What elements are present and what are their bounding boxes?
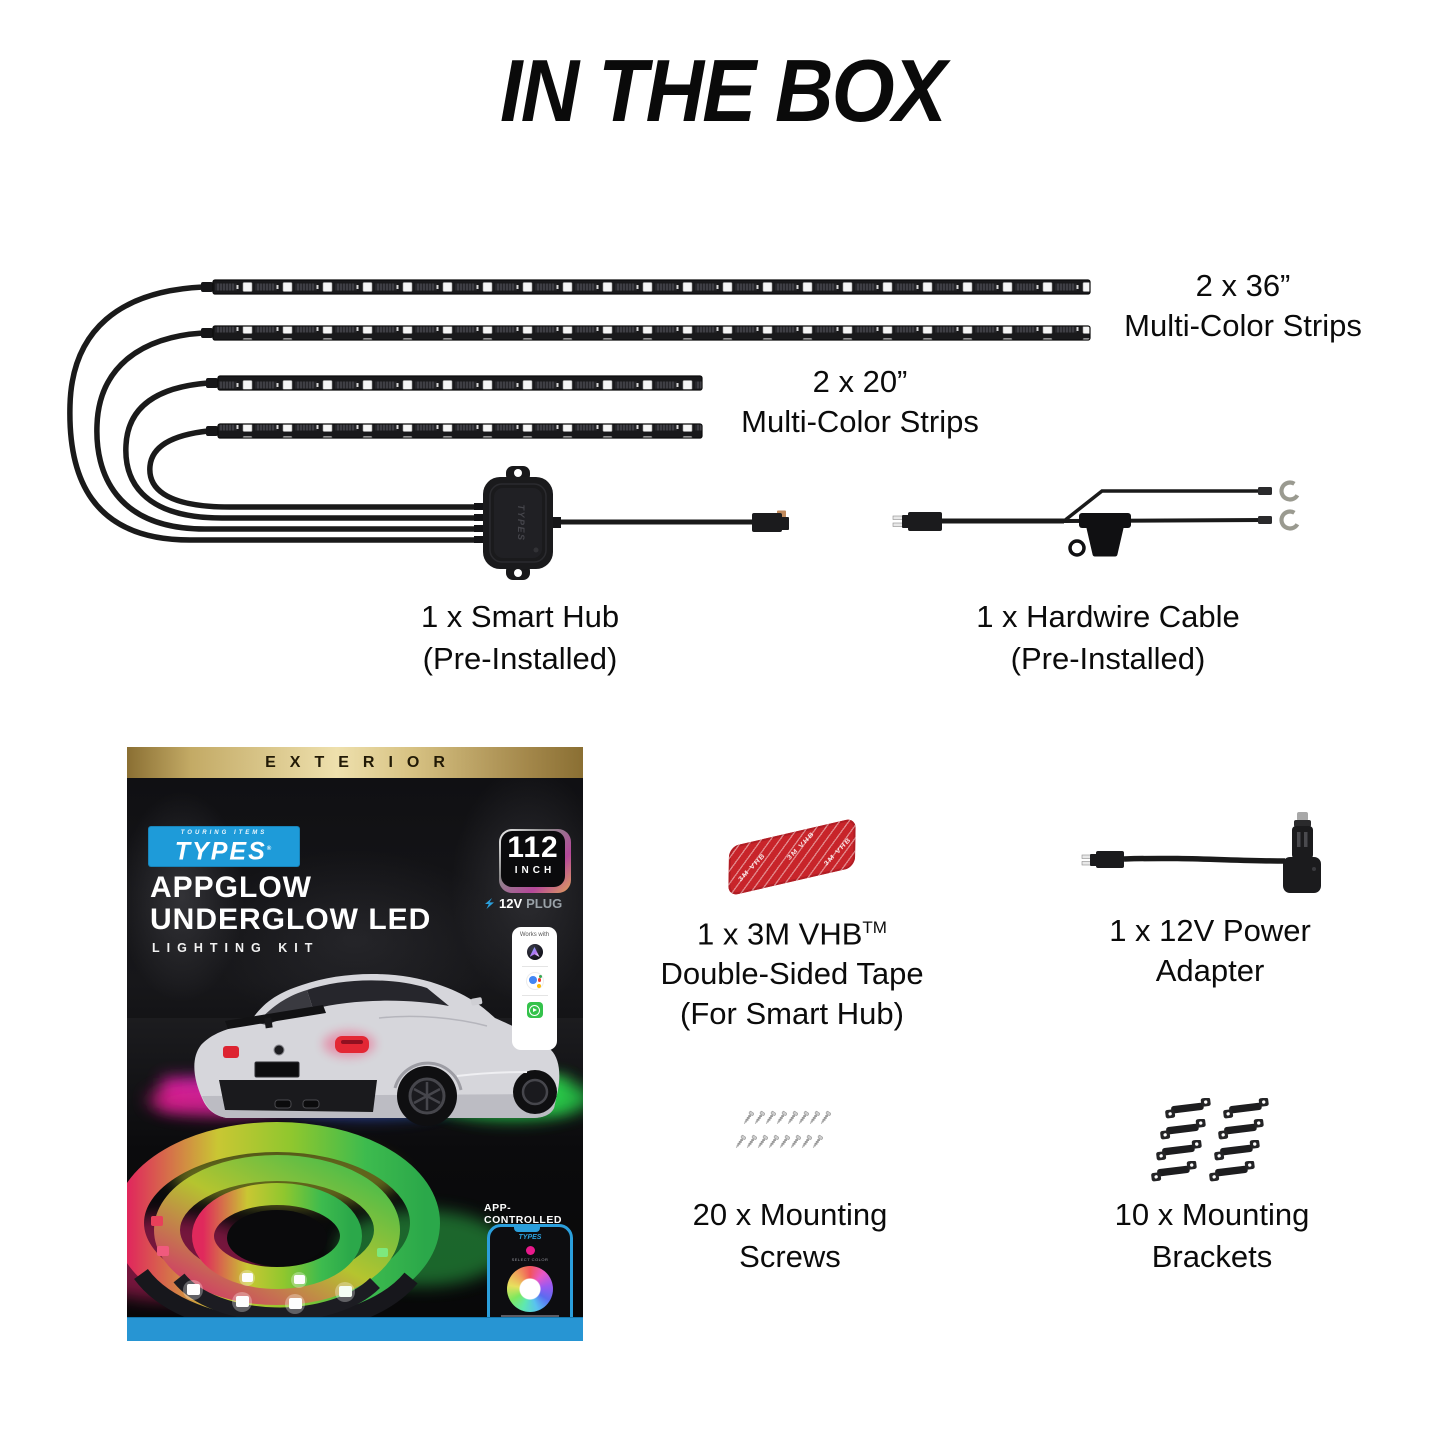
box-photo-illustration [127, 973, 583, 1317]
label-screws-line2: Screws [739, 1239, 841, 1274]
mounting-screws-icon [734, 1110, 842, 1156]
works-with-label: Works with [519, 932, 550, 938]
label-tape-line1: 1 x 3M VHBTM [697, 916, 887, 952]
plug-spec: 12V PLUG [483, 896, 562, 911]
label-20-qty: 2 x 20” [812, 364, 908, 399]
tm-superscript: TM [862, 918, 887, 937]
label-tape-line2: Double-Sided Tape [660, 956, 924, 992]
kit-illustration: TYPES [67, 279, 1301, 580]
logo-wordmark: TYPES® [174, 837, 274, 866]
label-smart-hub-line2: (Pre-Installed) [422, 641, 618, 676]
label-hardwire-line2: (Pre-Installed) [1010, 641, 1206, 676]
label-screws: 20 x Mounting Screws [640, 1194, 940, 1278]
selected-color-dot [525, 1246, 535, 1255]
mounting-brackets-icon [1148, 1098, 1272, 1182]
label-20-strips: 2 x 20” Multi-Color Strips [680, 362, 1040, 442]
app-controlled-label: APP-CONTROLLED [484, 1202, 562, 1226]
plug-voltage: 12V [499, 896, 523, 911]
page-title: IN THE BOX [500, 41, 947, 140]
strip-cables [67, 284, 479, 543]
label-36-qty: 2 x 36” [1195, 268, 1291, 303]
car-illustration [194, 973, 560, 1126]
label-tape: 1 x 3M VHBTM Double-Sided Tape (For Smar… [642, 908, 942, 1034]
led-strip-20-a [206, 375, 703, 391]
product-title-line2: UNDERGLOW LED [150, 903, 432, 936]
google-assistant-icon [526, 973, 543, 989]
divider [521, 995, 548, 996]
label-36-strips: 2 x 36” Multi-Color Strips [1063, 266, 1423, 346]
phone-text-line [501, 1315, 559, 1317]
led-coil-illustration [127, 1122, 507, 1317]
size-value: 112 [507, 831, 559, 864]
smart-hub-illustration: TYPES [474, 466, 789, 580]
led-strip-36-b [201, 325, 1091, 341]
phone-notch [514, 1227, 540, 1232]
product-subtitle: LIGHTING KIT [152, 941, 320, 955]
screw-row [742, 1110, 831, 1126]
label-smart-hub: 1 x Smart Hub (Pre-Installed) [360, 596, 680, 680]
divider [521, 966, 548, 967]
works-with-panel: Works with [512, 927, 557, 1050]
vhb-tape-icon: 3M VHB 3M VHB 3M VHB [728, 817, 856, 897]
svg-text:TYPES: TYPES [516, 504, 526, 541]
type-s-logo: TOURING ITEMS TYPES® [149, 827, 299, 866]
android-auto-icon [526, 944, 543, 960]
logo-tagline: TOURING ITEMS [180, 830, 268, 836]
label-hardwire: 1 x Hardwire Cable (Pre-Installed) [938, 596, 1278, 680]
box-banner: EXTERIOR [127, 747, 583, 778]
app-phone: TYPES SELECT COLOR [487, 1224, 573, 1317]
coil-leds [151, 1216, 388, 1314]
size-badge: 112 INCH [499, 829, 571, 893]
label-36-name: Multi-Color Strips [1124, 308, 1362, 343]
select-color-caption: SELECT COLOR [511, 1257, 549, 1262]
label-brackets-line2: Brackets [1151, 1239, 1273, 1274]
hardwire-cable-illustration [892, 480, 1301, 557]
power-adapter-icon [1081, 812, 1321, 893]
label-power-line2: Adapter [1155, 953, 1265, 988]
label-hardwire-line1: 1 x Hardwire Cable [976, 599, 1240, 634]
registered-mark: ® [266, 846, 274, 852]
label-tape-line3: (For Smart Hub) [680, 996, 904, 1032]
label-power-line1: 1 x 12V Power [1109, 913, 1311, 948]
label-brackets: 10 x Mounting Brackets [1062, 1194, 1362, 1278]
box-scene: TOURING ITEMS TYPES® 112 INCH APPGLOW UN… [127, 778, 583, 1317]
phone-brand: TYPES [518, 1234, 542, 1241]
plug-bolt-icon [485, 898, 494, 909]
color-wheel [507, 1266, 553, 1312]
led-strip-20-b [206, 423, 703, 439]
led-strip-36-a [201, 279, 1091, 295]
label-20-name: Multi-Color Strips [741, 404, 979, 439]
product-title-line1: APPGLOW [150, 871, 312, 904]
label-screws-line1: 20 x Mounting [692, 1197, 888, 1232]
box-bottom-band [127, 1317, 583, 1341]
label-power-adapter: 1 x 12V Power Adapter [1060, 911, 1360, 991]
size-unit: INCH [514, 865, 556, 876]
label-brackets-line1: 10 x Mounting [1114, 1197, 1310, 1232]
carplay-icon [526, 1002, 543, 1018]
label-smart-hub-line1: 1 x Smart Hub [420, 599, 620, 634]
screw-row [734, 1134, 823, 1150]
product-box: EXTERIOR [127, 747, 583, 1341]
plug-word: PLUG [526, 896, 563, 911]
